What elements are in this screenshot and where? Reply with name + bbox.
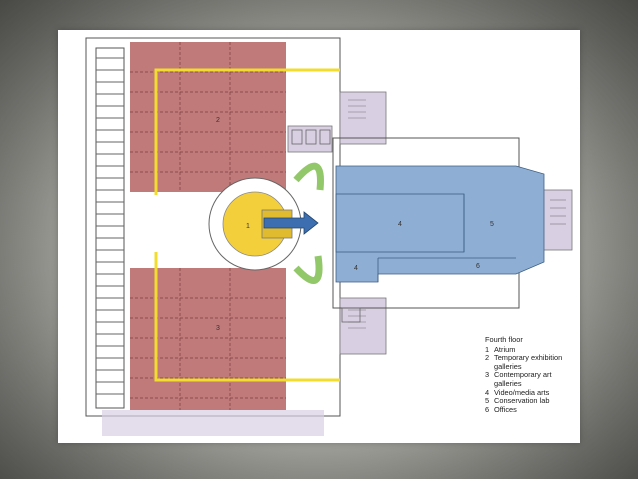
legend-item-number: 3: [485, 370, 490, 380]
legend-item-label: Temporary exhibition galleries: [494, 353, 563, 371]
legend-item-label: Video/media arts: [494, 387, 550, 397]
legend-item-number: 6: [485, 404, 490, 414]
small-rooms: [291, 129, 361, 323]
legend-item-label: Contemporary art galleries: [494, 370, 552, 388]
contemporary-galleries-area: [130, 268, 286, 410]
legend-item-label: Conservation lab: [494, 396, 550, 406]
label-conservation: 5: [490, 221, 494, 228]
floor-plan: 1 2 3 4 4 5 6: [85, 37, 573, 436]
legend-item-number: 1: [485, 344, 490, 354]
legend-item-number: 4: [485, 387, 490, 397]
temporary-galleries-area: [130, 42, 286, 192]
label-offices: 6: [476, 263, 480, 270]
legend-item: 3 Contemporary art galleries: [485, 371, 577, 388]
legend-item-number: 2: [485, 353, 490, 363]
legend-item: 5 Conservation lab: [485, 397, 577, 406]
legend-title: Fourth floor: [485, 335, 523, 344]
downward-circulation-arrow: [293, 255, 323, 284]
legend-item: 1 Atrium: [485, 344, 577, 355]
legend-item-label: Atrium: [494, 344, 516, 354]
label-contemporary-galleries: 3: [216, 325, 220, 332]
stair-treads: [348, 99, 566, 329]
floor-plan-slide: 1 2 3 4 4 5 6 Fourth floor 1 Atrium 2 Te…: [58, 30, 580, 443]
legend-item-label: Offices: [494, 404, 517, 414]
label-video-media-small: 4: [354, 265, 358, 272]
label-temporary-galleries: 2: [216, 117, 220, 124]
label-video-media-main: 4: [398, 221, 402, 228]
west-facade-ticks: [96, 57, 124, 395]
legend-item: 2 Temporary exhibition galleries: [485, 353, 577, 371]
media-wing-arrow: [263, 211, 319, 235]
circulation-path: [154, 68, 340, 382]
upward-circulation-arrow: [293, 162, 324, 191]
legend-item: 6 Offices: [485, 404, 577, 415]
floor-legend: Fourth floor 1 Atrium 2 Temporary exhibi…: [485, 335, 577, 415]
legend-item-number: 5: [485, 396, 490, 406]
legend-item: 4 Video/media arts: [485, 387, 577, 398]
label-atrium: 1: [246, 223, 250, 230]
media-wing-inner-walls: [335, 193, 516, 282]
bottom-terrace: [102, 410, 324, 436]
video-media-area: [335, 165, 545, 283]
